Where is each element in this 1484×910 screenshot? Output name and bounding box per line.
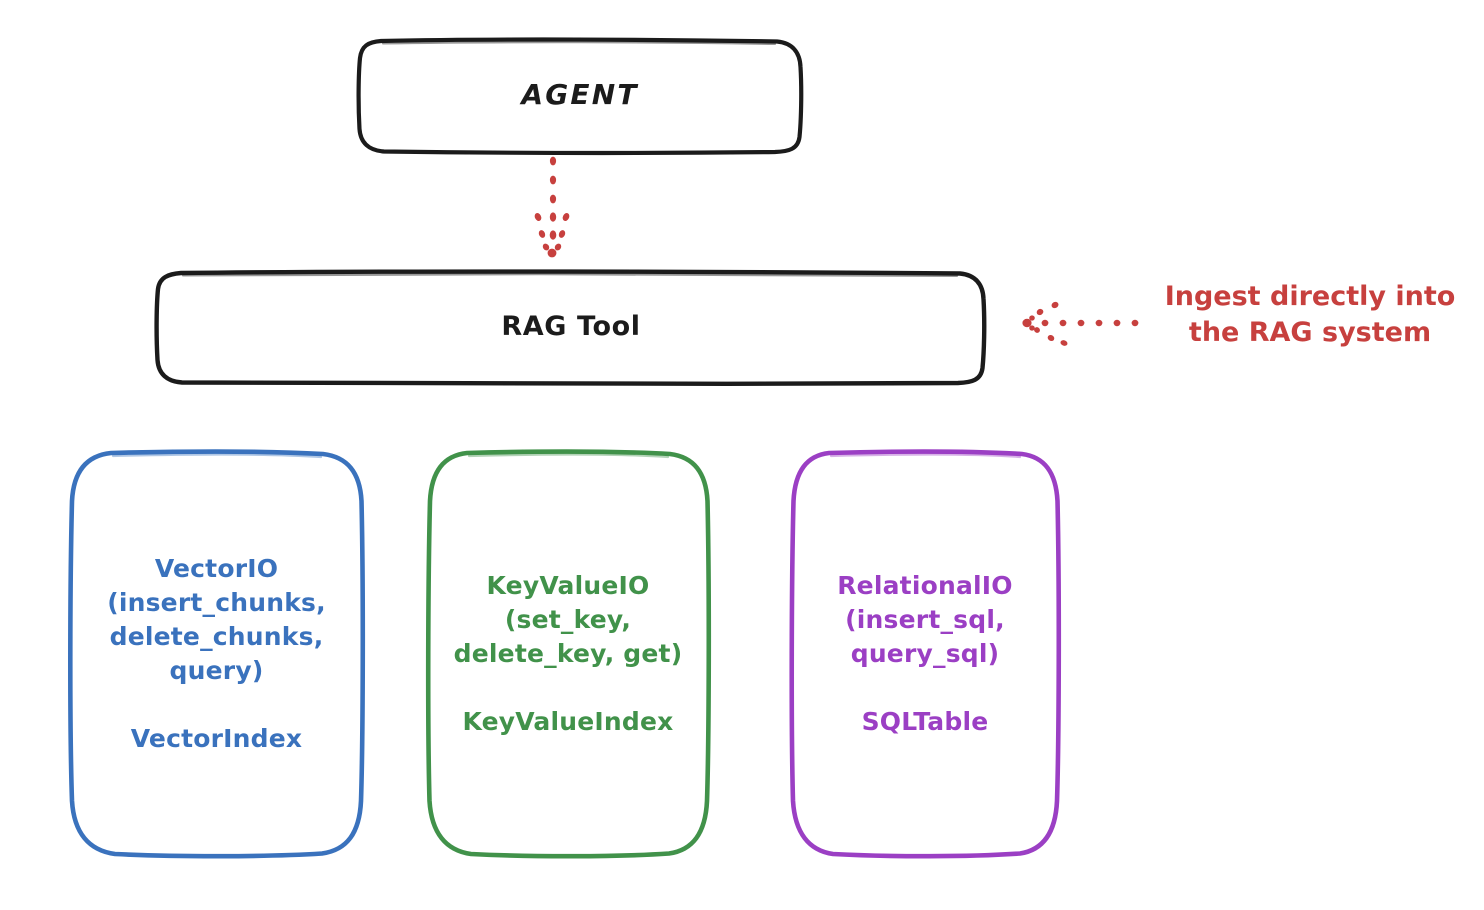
ingest-into-ragtool-arrow <box>1022 301 1139 346</box>
relational-io-node-label: RelationalIO (insert_sql, query_sql) SQL… <box>837 571 1013 736</box>
rag-tool-node[interactable]: RAG Tool <box>154 269 987 387</box>
key-value-io-node[interactable]: KeyValueIO (set_key, delete_key, get) Ke… <box>425 449 712 859</box>
agent-node-label: AGENT <box>521 78 639 112</box>
key-value-io-node-label: KeyValueIO (set_key, delete_key, get) Ke… <box>453 571 683 736</box>
vector-io-node-label: VectorIO (insert_chunks, delete_chunks, … <box>107 554 326 753</box>
vector-io-node[interactable]: VectorIO (insert_chunks, delete_chunks, … <box>67 449 366 859</box>
rag-tool-node-label: RAG Tool <box>501 311 641 343</box>
relational-io-node[interactable]: RelationalIO (insert_sql, query_sql) SQL… <box>789 449 1062 859</box>
agent-node[interactable]: AGENT <box>356 37 804 156</box>
ingest-annotation-text: Ingest directly into the RAG system <box>1164 281 1456 348</box>
agent-to-ragtool-arrow <box>534 156 570 258</box>
